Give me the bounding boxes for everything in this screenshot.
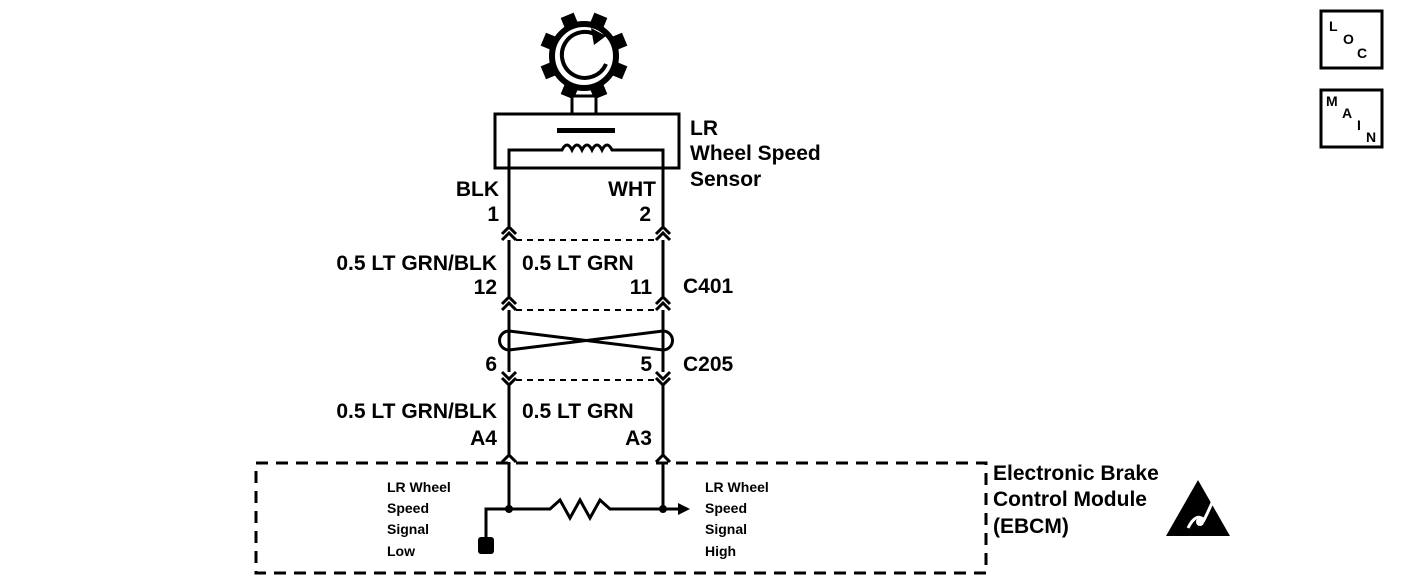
c205-name: C205 [683, 353, 734, 376]
ebcm-box [254, 452, 988, 575]
ebcm-label-line2: Control Module [993, 488, 1147, 511]
main-button[interactable]: M A I N [1319, 88, 1384, 149]
c401-left-wire: 0.5 LT GRN/BLK [336, 252, 497, 275]
main-n: N [1366, 129, 1376, 145]
signal-low-line2: Speed [387, 500, 429, 516]
tone-wheel-icon [540, 12, 628, 116]
main-i: I [1357, 117, 1361, 133]
c401-name: C401 [683, 275, 734, 298]
sensor-left-pin: 1 [487, 203, 499, 226]
main-a: A [1342, 105, 1352, 121]
sensor-label-line1: LR [690, 117, 718, 140]
c205-left-pin: 6 [485, 353, 497, 376]
sensor-right-pin: 2 [639, 203, 651, 226]
signal-high-line1: LR Wheel [705, 479, 769, 495]
esd-warning-icon [1166, 480, 1230, 536]
c205-connector [500, 370, 672, 455]
ebcm-left-wire: 0.5 LT GRN/BLK [336, 400, 497, 423]
loc-l: L [1329, 18, 1338, 34]
signal-high-line3: Signal [705, 521, 747, 537]
c401-left-pin: 12 [474, 276, 497, 299]
main-m: M [1326, 93, 1338, 109]
sensor-left-color: BLK [456, 178, 499, 201]
sensor-label-line3: Sensor [690, 168, 761, 191]
c401-right-wire: 0.5 LT GRN [522, 252, 634, 275]
signal-high-line4: High [705, 543, 736, 559]
ebcm-label-line3: (EBCM) [993, 515, 1069, 538]
loc-c: C [1357, 45, 1367, 61]
ebcm-internals [478, 503, 690, 554]
c205-right-pin: 5 [640, 353, 652, 376]
sensor-housing [493, 112, 681, 226]
sensor-label-line2: Wheel Speed [690, 142, 821, 165]
loc-o: O [1343, 31, 1354, 47]
ebcm-right-pin: A3 [625, 427, 652, 450]
signal-low-line3: Signal [387, 521, 429, 537]
ebcm-right-wire: 0.5 LT GRN [522, 400, 634, 423]
c401-right-pin: 11 [630, 276, 653, 299]
ebcm-left-pin: A4 [470, 427, 497, 450]
c401-connector [500, 224, 672, 312]
signal-low-line1: LR Wheel [387, 479, 451, 495]
twisted-pair [498, 310, 674, 372]
ebcm-label-line1: Electronic Brake [993, 462, 1159, 485]
signal-high-line2: Speed [705, 500, 747, 516]
loc-button[interactable]: L O C [1319, 9, 1384, 70]
signal-low-line4: Low [387, 543, 415, 559]
sensor-right-color: WHT [608, 178, 656, 201]
